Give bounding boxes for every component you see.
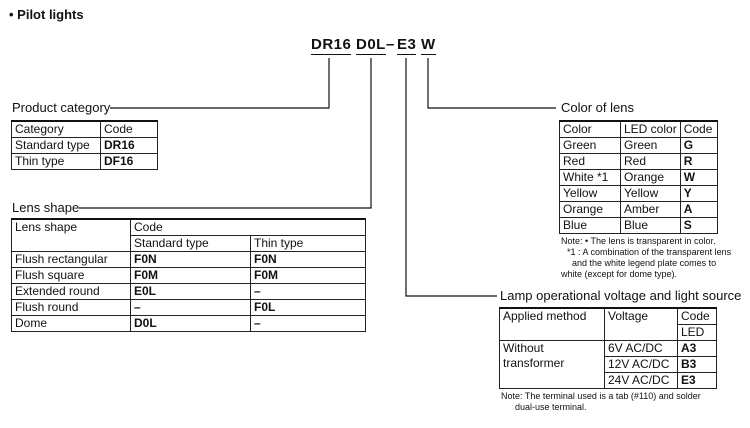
table-row: Standard type DR16 [11, 137, 158, 154]
header-thin-type: Thin type [250, 235, 366, 252]
color-of-lens-label: Color of lens [561, 100, 634, 115]
model-code-voltage: E3 [397, 36, 417, 55]
table-row: Flush square F0M F0M [11, 267, 366, 284]
model-code-category: DR16 [311, 36, 352, 55]
table-row: Dome D0L – [11, 315, 366, 332]
applied-method-cell: Without transformer [499, 340, 605, 389]
header-code: Code [130, 218, 366, 236]
header-led-color: LED color [620, 120, 681, 138]
header-code: Code [100, 120, 158, 138]
table-row: Extended round E0L – [11, 283, 366, 300]
header-standard-type: Standard type [130, 235, 251, 252]
header-code: Code [679, 120, 718, 138]
header-applied-method: Applied method [499, 307, 605, 341]
leader-line-lens-shape [79, 58, 372, 209]
product-category-table: Category Code Standard type DR16 Thin ty… [11, 120, 158, 170]
header-led: LED [677, 324, 717, 341]
model-code-color: W [421, 36, 436, 55]
note-line: Note: The terminal used is a tab (#110) … [501, 391, 701, 401]
lamp-voltage-notes: Note: The terminal used is a tab (#110) … [501, 391, 701, 413]
lens-shape-table: Lens shape Code Standard type Thin type … [11, 218, 366, 332]
note-line: *1 : A combination of the transparent le… [567, 247, 732, 257]
table-row: Without transformer 6V AC/DC A3 [499, 340, 717, 389]
lamp-voltage-table: Applied method Voltage Code LED Without … [499, 307, 717, 389]
table-row: Flush round – F0L [11, 299, 366, 316]
page-title: • Pilot lights [9, 7, 84, 22]
note-line: white (except for dome type). [561, 269, 678, 279]
product-category-label: Product category [12, 100, 111, 115]
note-line: dual-use terminal. [515, 402, 587, 412]
leader-line-category [110, 58, 330, 109]
color-of-lens-notes: Note: • The lens is transparent in color… [561, 236, 731, 280]
note-line: and the white legend plate comes to [572, 258, 717, 268]
header-voltage: Voltage [604, 307, 678, 341]
leader-line-voltage [405, 58, 497, 297]
header-lens-shape: Lens shape [11, 218, 131, 252]
table-row: 24V AC/DC E3 [500, 372, 717, 389]
header-code: Code [677, 307, 717, 325]
header-category: Category [11, 120, 101, 138]
lens-shape-label: Lens shape [12, 200, 80, 215]
model-code-dash: – [386, 36, 395, 53]
note-line: Note: • The lens is transparent in color… [561, 236, 716, 246]
table-row: Flush rectangular F0N F0N [11, 251, 366, 268]
header-color: Color [559, 120, 621, 138]
model-code-lens-shape: D0L [356, 36, 386, 55]
lamp-voltage-label: Lamp operational voltage and light sourc… [500, 288, 742, 303]
leader-line-color [427, 58, 556, 109]
table-row: Thin type DF16 [11, 153, 158, 170]
